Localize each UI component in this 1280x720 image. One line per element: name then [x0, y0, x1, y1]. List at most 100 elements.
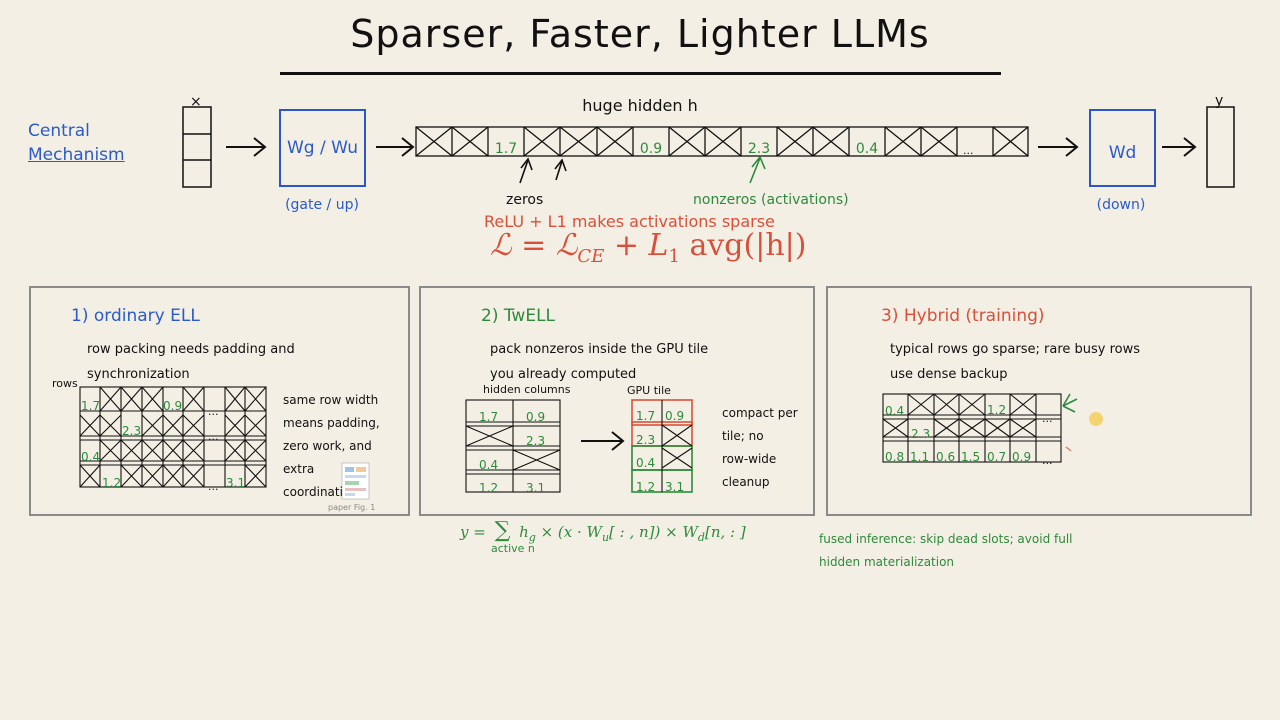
arrow-x-to-gate: [226, 137, 267, 157]
grid-value: 2.3: [122, 424, 142, 438]
hidden-value: 2.3: [747, 141, 771, 157]
page-title: Sparser, Faster, Lighter LLMs: [350, 12, 930, 56]
sum-subscript: active n: [491, 542, 535, 555]
panel2-side-note: compact per tile; no row-wide cleanup: [722, 402, 798, 494]
panel1-heading: 1) ordinary ELL: [71, 306, 200, 326]
panel-twell: [419, 286, 815, 516]
panel-ordinary-ell: [29, 286, 410, 516]
hybrid-value: 1.1: [910, 450, 930, 464]
hybrid-value: 0.4: [885, 404, 905, 418]
left-grid-value: 2.3: [526, 434, 546, 448]
down-caption: (down): [1096, 197, 1146, 213]
hidden-columns-label: hidden columns: [483, 383, 571, 396]
panel2-arrow: [581, 431, 625, 451]
gate-up-label: Wg / Wu: [286, 138, 359, 158]
central-mechanism-label: Central Mechanism: [28, 119, 125, 167]
panel3-desc-line1: typical rows go sparse; rare busy rows: [890, 342, 1141, 357]
panel2-left-grid: [465, 399, 561, 493]
tile-value: 0.4: [636, 456, 656, 470]
nonzeros-label: nonzeros (activations): [693, 192, 849, 208]
paper-figure-caption: paper Fig. 1: [328, 503, 376, 512]
formula-sub: u: [601, 531, 610, 544]
arrow-hidden-to-down: [1038, 137, 1079, 157]
panel1-side-line: same row width: [283, 393, 379, 407]
grid-ellipsis: ...: [208, 480, 219, 493]
panel2-heading: 2) TwELL: [481, 306, 556, 326]
hybrid-value: 1.5: [961, 450, 981, 464]
down-label: Wd: [1108, 143, 1137, 163]
input-vector: [182, 106, 212, 188]
tile-value: 2.3: [636, 433, 656, 447]
panel3-grid: [882, 393, 1062, 463]
hybrid-value: 0.6: [936, 450, 956, 464]
panel3-desc-line2: use dense backup: [890, 367, 1008, 382]
grid-value: 0.4: [81, 450, 101, 464]
cursor-highlight: [1089, 412, 1103, 426]
panel2-desc-line2: you already computed: [490, 367, 637, 382]
hybrid-ellipsis: ...: [1042, 412, 1053, 425]
x-mark: ×: [190, 94, 202, 110]
hidden-value: 1.7: [494, 141, 518, 157]
arrow-gate-to-hidden: [376, 137, 415, 157]
panel1-side-note: same row width means padding, zero work,…: [283, 389, 380, 504]
panel1-description: row packing needs padding and synchroniz…: [87, 337, 295, 387]
tile-value: 3.1: [665, 480, 685, 494]
panel3-heading: 3) Hybrid (training): [881, 306, 1045, 326]
loss-part: + L: [604, 228, 669, 263]
panel1-side-line: zero work, and: [283, 439, 372, 453]
gpu-tile-grid: [631, 399, 693, 493]
formula-lhs: y =: [460, 523, 486, 541]
loss-part: avg(|h|): [679, 228, 807, 263]
loss-sub-ce: CE: [577, 246, 605, 267]
panel1-grid: [79, 386, 267, 488]
panel2-side-line: cleanup: [722, 475, 770, 489]
grid-ellipsis: ...: [208, 430, 219, 443]
panel3-annotation-marks: [1062, 393, 1078, 413]
hidden-ellipsis: ...: [963, 144, 974, 157]
hybrid-value: 0.9: [1012, 450, 1032, 464]
output-formula: y = ∑ hg × (x · Wu[ : , n]) × Wd[n, : ]: [460, 518, 746, 544]
panel1-side-line: coordinati: [283, 485, 343, 499]
left-grid-value: 3.1: [526, 481, 546, 495]
tile-value: 1.2: [636, 480, 656, 494]
hybrid-ellipsis: ...: [1042, 454, 1053, 467]
grid-value: 1.7: [81, 399, 101, 413]
gpu-tile-label: GPU tile: [627, 384, 671, 397]
grid-value: 3.1: [226, 476, 246, 490]
formula-part: × (x · W: [535, 523, 602, 541]
panel3-description: typical rows go sparse; rare busy rows u…: [890, 337, 1140, 387]
loss-part: ℒ = ℒ: [490, 228, 578, 263]
left-grid-value: 0.9: [526, 410, 546, 424]
left-grid-value: 0.4: [479, 458, 499, 472]
arrow-down-to-y: [1162, 137, 1197, 157]
fused-inference-note: fused inference: skip dead slots; avoid …: [819, 528, 1073, 574]
fused-note-line1: fused inference: skip dead slots; avoid …: [819, 532, 1073, 546]
panel2-side-line: compact per: [722, 406, 798, 420]
hybrid-value: 0.8: [885, 450, 905, 464]
hybrid-value: 2.3: [911, 427, 931, 441]
hidden-value: 0.9: [639, 141, 663, 157]
panel-hybrid: [826, 286, 1252, 516]
left-grid-value: 1.7: [479, 410, 499, 424]
hidden-value: 0.4: [855, 141, 879, 157]
zeros-label: zeros: [506, 192, 544, 208]
y-mark: y: [1215, 93, 1224, 109]
relu-note: ReLU + L1 makes activations sparse: [484, 212, 775, 231]
loss-sub-1: 1: [668, 246, 680, 267]
panel2-desc-line1: pack nonzeros inside the GPU tile: [490, 342, 709, 357]
left-grid-value: 1.2: [479, 481, 499, 495]
nonzeros-arrow: [749, 155, 766, 184]
sum-symbol: ∑: [494, 518, 511, 543]
grid-value: 1.2: [102, 476, 122, 490]
panel2-side-line: tile; no: [722, 429, 764, 443]
grid-ellipsis: ...: [208, 405, 219, 418]
panel2-side-line: row-wide: [722, 452, 777, 466]
formula-part: [n, : ]: [704, 523, 746, 541]
zeros-arrows: [519, 157, 567, 184]
panel1-desc-line2: synchronization: [87, 367, 190, 382]
hidden-vector-title: huge hidden h: [582, 96, 698, 115]
grid-value: 0.9: [163, 399, 183, 413]
mechanism-label-line1: Central: [28, 121, 90, 141]
hybrid-value: 1.2: [987, 403, 1007, 417]
paper-figure-thumbnail: [341, 462, 370, 500]
